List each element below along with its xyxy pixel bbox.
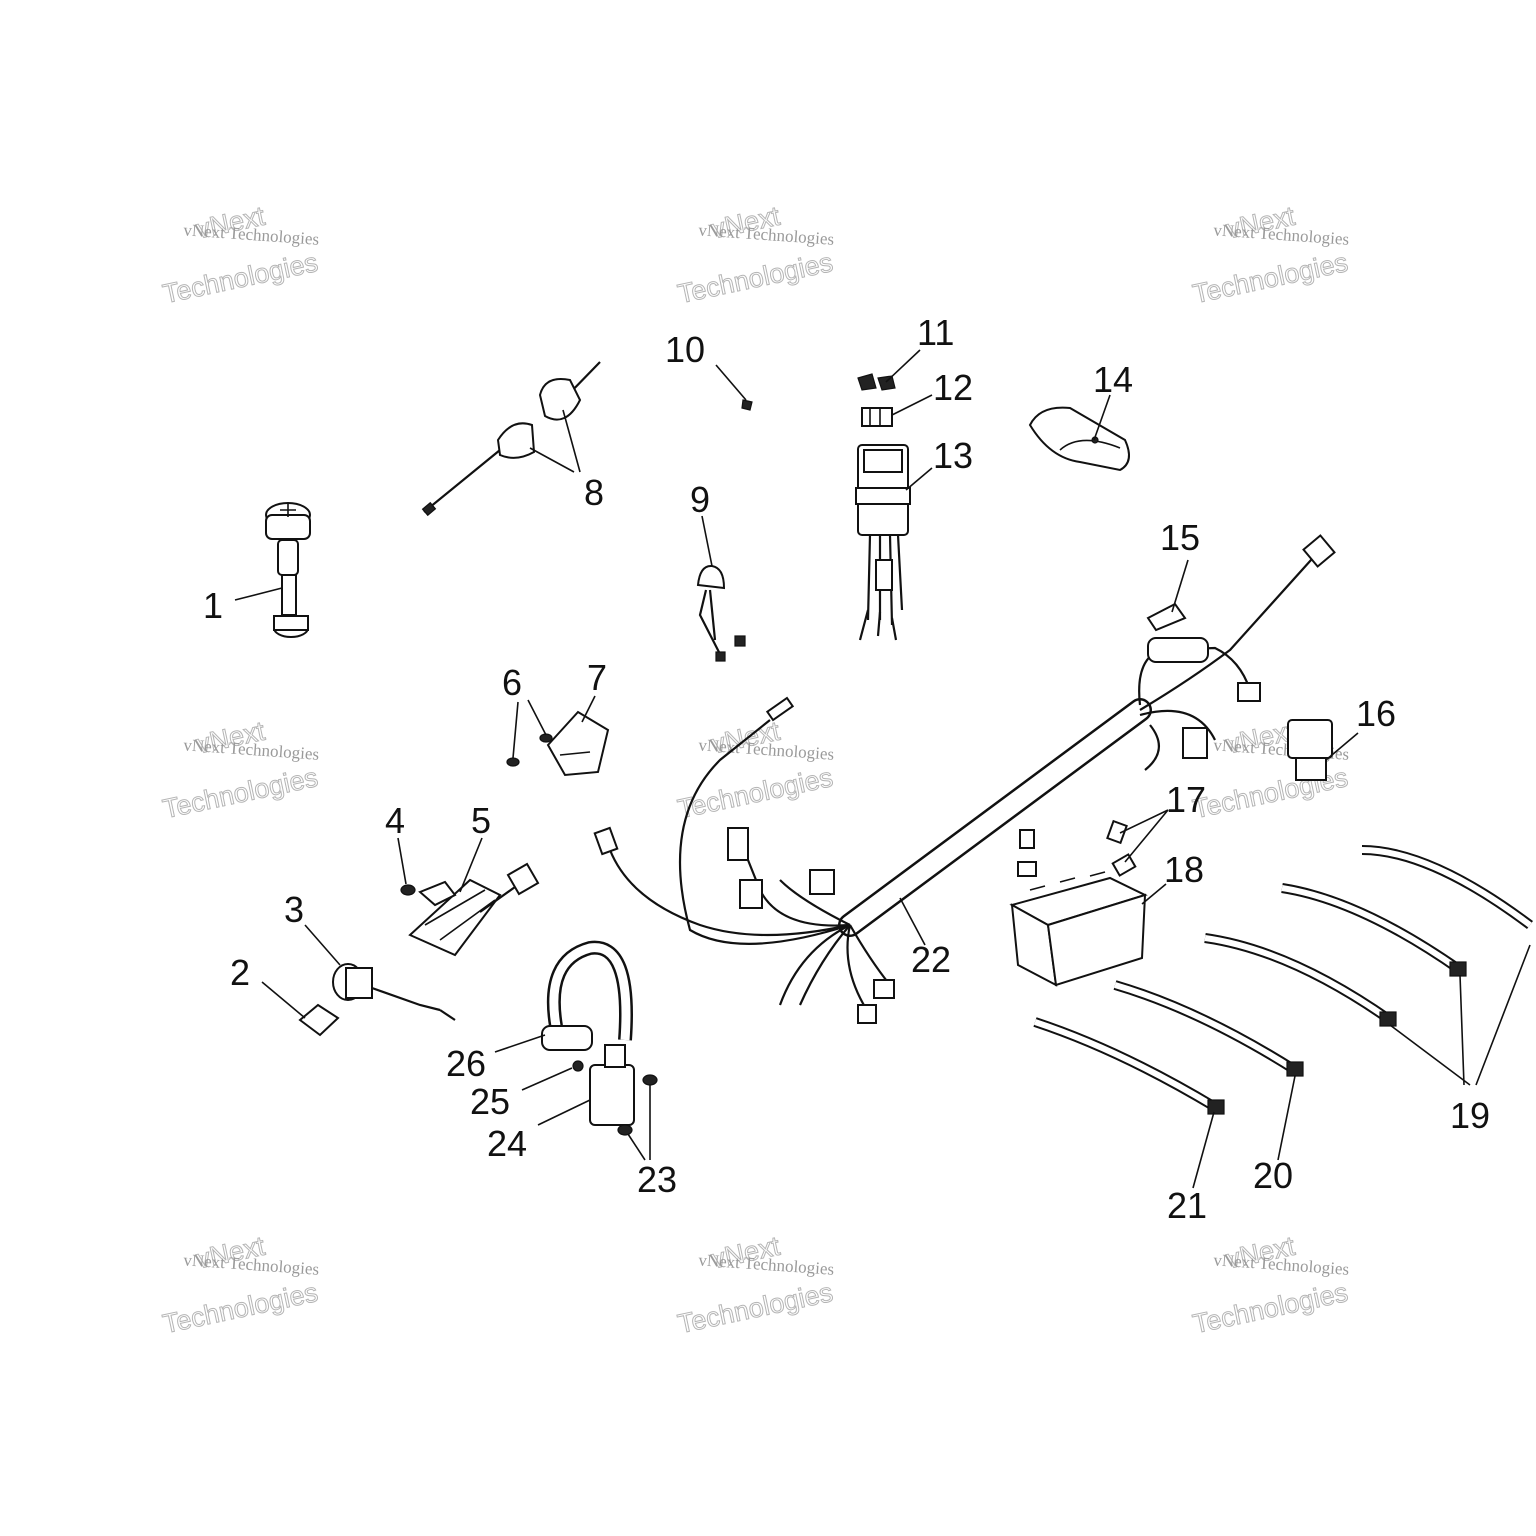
watermark-text-large: Technologies: [1190, 247, 1350, 309]
callout-6: 6: [502, 662, 522, 703]
part-6-screws: [506, 733, 553, 767]
watermark-text-large: Technologies: [160, 762, 320, 824]
part-13-cdi-unit: [855, 444, 911, 641]
watermark-text-small: vNext Technologies: [698, 220, 835, 248]
callout-18: 18: [1164, 849, 1204, 890]
part-5-rectifier: [408, 862, 540, 957]
watermark-middle-left: vNext vNext Technologies Technologies: [160, 715, 321, 825]
callout-14: 14: [1093, 359, 1133, 400]
callout-2: 2: [230, 952, 250, 993]
part-21-strap: [1033, 1017, 1225, 1115]
callout-19: 19: [1450, 1095, 1490, 1136]
callout-13: 13: [933, 435, 973, 476]
watermark-text-large: Technologies: [1190, 1277, 1350, 1339]
part-17-terminals: [1017, 819, 1137, 877]
watermark-top-center: vNext vNext Technologies Technologies: [675, 200, 836, 310]
part-16-relay-box: [1287, 719, 1333, 781]
watermark-text-large: Technologies: [675, 1277, 835, 1339]
callout-7: 7: [587, 657, 607, 698]
callout-labels: 1 2 3 4 5 6 7 8 9 10 11 12 13 14 15 16 1…: [203, 312, 1490, 1226]
watermark-text-small: vNext Technologies: [1213, 220, 1350, 248]
watermark-bottom-left: vNext vNext Technologies Technologies: [160, 1230, 321, 1340]
part-15-relay: [1146, 602, 1187, 632]
callout-1: 1: [203, 585, 223, 626]
callout-21: 21: [1167, 1185, 1207, 1226]
callout-11: 11: [917, 312, 954, 353]
callout-8: 8: [584, 472, 604, 513]
watermark-text-large: Technologies: [675, 247, 835, 309]
callout-15: 15: [1160, 517, 1200, 558]
watermark-text-small: vNext Technologies: [698, 735, 835, 763]
watermark-top-left: vNext vNext Technologies Technologies: [160, 200, 321, 310]
watermark-text-large: Technologies: [675, 762, 835, 824]
part-10-bulb: [741, 399, 753, 411]
watermark-text-large: Technologies: [160, 1277, 320, 1339]
callout-20: 20: [1253, 1155, 1293, 1196]
callout-17: 17: [1166, 779, 1206, 820]
callout-12: 12: [933, 367, 973, 408]
part-12-connector: [861, 407, 893, 427]
watermark-bottom-center: vNext vNext Technologies Technologies: [675, 1230, 836, 1340]
callout-10: 10: [665, 329, 705, 370]
callout-3: 3: [284, 889, 304, 930]
callout-16: 16: [1356, 693, 1396, 734]
callout-24: 24: [487, 1123, 527, 1164]
part-14-cover: [1028, 406, 1130, 472]
part-2-clip: [298, 1003, 340, 1037]
part-26-spark-plug-cap: [541, 940, 633, 1051]
callout-25: 25: [470, 1081, 510, 1122]
leader-lines: [234, 349, 1531, 1189]
part-25-washer: [572, 1060, 584, 1072]
watermark-text-small: vNext Technologies: [698, 1250, 835, 1278]
part-22-wire-harness: [593, 534, 1336, 1024]
callout-23: 23: [637, 1159, 677, 1200]
part-7-regulator: [546, 710, 610, 777]
callout-22: 22: [911, 939, 951, 980]
callout-5: 5: [471, 800, 491, 841]
part-18-battery: [1009, 871, 1148, 987]
part-9-sensor: [696, 564, 746, 662]
part-11-clips: [857, 373, 896, 391]
watermark-bottom-right: vNext vNext Technologies Technologies: [1190, 1230, 1351, 1340]
watermark-text-small: vNext Technologies: [183, 1250, 320, 1278]
watermark-text-small: vNext Technologies: [183, 220, 320, 248]
part-8-handlebar-switch: [421, 361, 601, 517]
part-1-ignition-switch: [265, 502, 311, 638]
watermark-text-large: Technologies: [160, 247, 320, 309]
callout-4: 4: [385, 800, 405, 841]
watermark-top-right: vNext vNext Technologies Technologies: [1190, 200, 1351, 310]
callout-26: 26: [446, 1043, 486, 1084]
watermark-text-small: vNext Technologies: [183, 735, 320, 763]
part-19-straps: [1204, 845, 1533, 1027]
part-4-nut: [400, 884, 416, 896]
callout-9: 9: [690, 479, 710, 520]
part-24-ignition-coil: [589, 1044, 635, 1126]
watermark-text-small: vNext Technologies: [1213, 1250, 1350, 1278]
part-20-strap: [1113, 980, 1304, 1077]
part-3-coil-plug: [332, 963, 456, 1021]
